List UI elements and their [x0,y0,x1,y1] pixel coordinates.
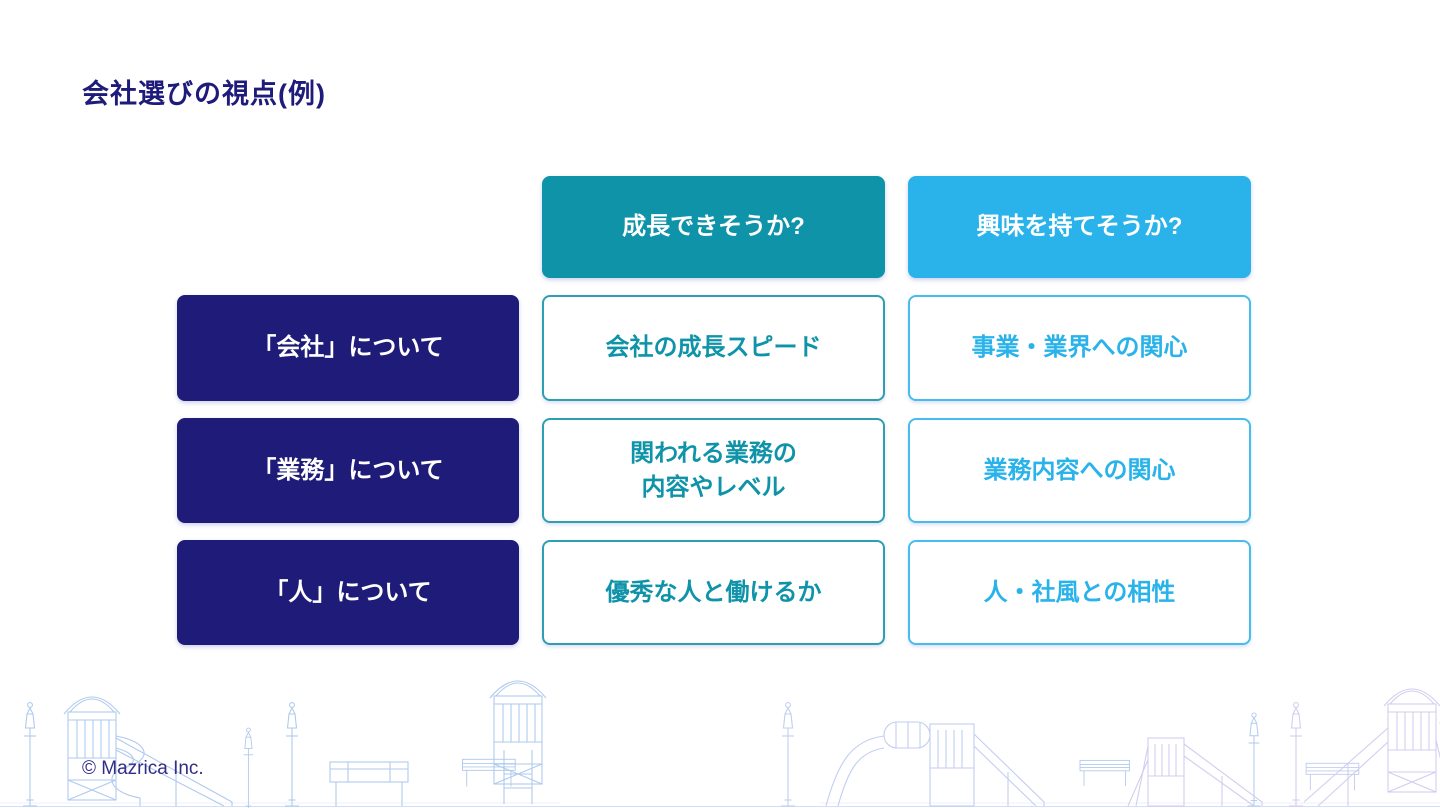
column-header-interest: 興味を持てそうか? [908,176,1251,278]
copyright-text: © Mazrica Inc. [82,758,204,779]
column-header-growth: 成長できそうか? [542,176,885,278]
cell-company-growth: 会社の成長スピード [542,295,885,401]
cell-work-interest: 業務内容への関心 [908,418,1251,523]
row-header-people: 「人」について [177,540,519,645]
cell-people-interest: 人・社風との相性 [908,540,1251,645]
matrix-corner-spacer [177,176,519,278]
cell-people-growth: 優秀な人と働けるか [542,540,885,645]
cell-company-interest: 事業・業界への関心 [908,295,1251,401]
playground-blueprint-illustration [0,680,1440,808]
slide-title: 会社選びの視点(例) [82,79,326,109]
row-header-work: 「業務」について [177,418,519,523]
row-header-company: 「会社」について [177,295,519,401]
comparison-matrix: 成長できそうか? 興味を持てそうか? 「会社」について 会社の成長スピード 事業… [177,176,1251,645]
cell-work-growth: 関われる業務の 内容やレベル [542,418,885,523]
